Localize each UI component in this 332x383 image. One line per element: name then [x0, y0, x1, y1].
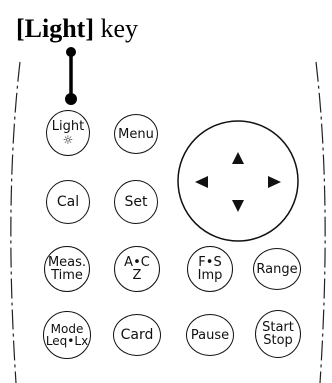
pause-label: Pause	[190, 327, 230, 343]
arrow-up-icon	[232, 152, 244, 164]
callout-key-name: [Light]	[16, 14, 94, 43]
panel-left-edge	[10, 61, 21, 383]
range-button[interactable]: Range	[253, 248, 301, 290]
mode-line1: Mode	[50, 322, 84, 336]
fs-imp-line2: Imp	[197, 268, 223, 283]
ac-z-line1: A•C	[124, 255, 150, 270]
meas-time-line1: Meas.	[47, 255, 87, 270]
meas-time-button[interactable]: Meas.Time	[44, 246, 90, 292]
menu-button[interactable]: Menu	[114, 114, 158, 154]
arrow-left-icon	[195, 176, 208, 188]
light-key-callout: [Light] key	[16, 14, 138, 44]
start-stop-line1: Start	[262, 320, 294, 335]
cal-label: Cal	[56, 194, 80, 210]
menu-label: Menu	[118, 126, 154, 142]
cal-button[interactable]: Cal	[46, 180, 90, 224]
arrow-right-icon	[268, 176, 281, 188]
start-stop-line2: Stop	[263, 333, 293, 348]
set-label: Set	[124, 194, 148, 210]
meas-time-line2: Time	[51, 268, 83, 283]
light-label: Light	[51, 119, 85, 134]
ac-z-line2: Z	[132, 268, 142, 283]
card-button[interactable]: Card	[113, 314, 161, 356]
fs-imp-line1: F•S	[198, 255, 222, 270]
panel-right-edge	[315, 61, 326, 383]
light-button[interactable]: Light☼	[46, 110, 90, 156]
pause-button[interactable]: Pause	[186, 314, 234, 356]
set-button[interactable]: Set	[114, 180, 158, 224]
callout-top-dot	[66, 47, 76, 57]
sun-icon: ☼	[62, 133, 74, 147]
arrow-down-icon	[232, 200, 244, 212]
range-label: Range	[256, 261, 298, 277]
mode-line2: Leq•Lx	[45, 334, 89, 348]
callout-suffix: key	[94, 14, 139, 43]
dpad-ring	[177, 120, 299, 242]
card-label: Card	[120, 327, 154, 343]
callout-bottom-dot	[65, 93, 77, 105]
